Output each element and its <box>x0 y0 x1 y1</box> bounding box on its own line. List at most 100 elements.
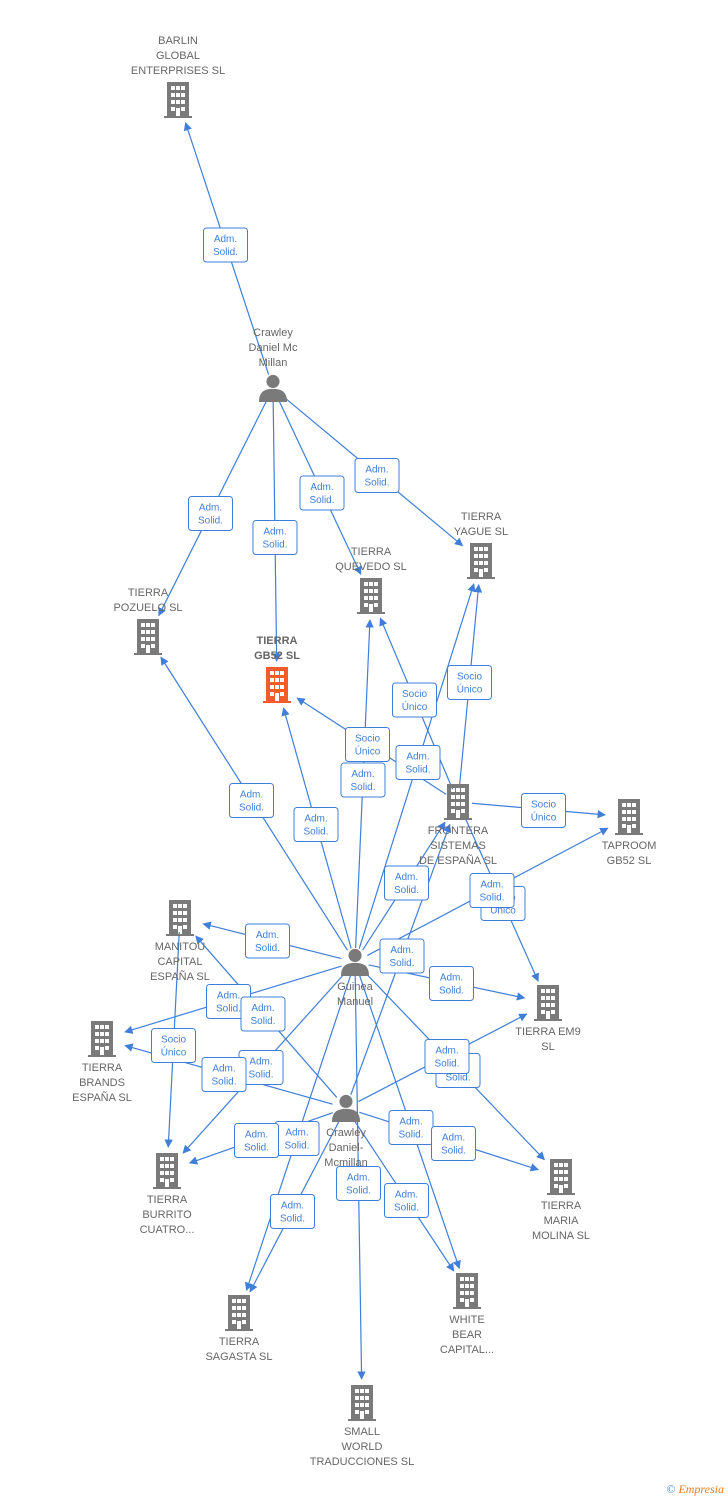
node-label: Millan <box>259 357 288 369</box>
edge-label-crawley_mc-gb52[interactable]: Adm.Solid. <box>252 520 298 555</box>
edge-label-guinea-manitou[interactable]: Adm.Solid. <box>245 923 290 959</box>
node-label: WHITE <box>449 1314 484 1326</box>
edge-label-text: Solid. <box>364 478 389 489</box>
edge-label-guinea-quevedo[interactable]: Adm.Solid. <box>340 762 386 798</box>
edge-label-crawley_dm-burrito[interactable]: Adm.Solid. <box>234 1123 279 1158</box>
copyright-symbol: © <box>666 1482 676 1496</box>
node-label: ESPAÑA SL <box>72 1091 132 1104</box>
edge-label-guinea-frontera[interactable]: Adm.Solid. <box>384 865 429 901</box>
edge-label-text: Adm. <box>351 769 374 780</box>
edge-label-text: Adm. <box>347 1173 370 1184</box>
node-label: Daniel Mc <box>249 342 298 354</box>
edge-label-text: Solid. <box>211 1077 236 1088</box>
edge-label-guinea-em9[interactable]: Adm.Solid. <box>429 966 474 1001</box>
edge-label-guinea-pozuelo[interactable]: Adm. Solid. <box>229 783 274 818</box>
node-burrito[interactable]: TIERRABURRITOCUATRO... <box>140 1153 195 1236</box>
edge-label-text: Adm. <box>240 790 263 801</box>
edge-label-text: Solid. <box>244 1143 269 1154</box>
edge-label-crawley_mc-barlin[interactable]: Adm.Solid. <box>203 227 248 263</box>
node-label: CAPITAL <box>157 956 202 968</box>
edge-label-crawley_dm-frontera[interactable]: Adm.Solid. <box>379 938 425 974</box>
edge-label-crawley_dm-brands[interactable]: Adm. Solid. <box>201 1057 247 1092</box>
node-label: FRONTERA <box>428 825 489 837</box>
node-label: TRADUCCIONES SL <box>310 1456 415 1468</box>
brand-logo[interactable]: Empresia <box>678 1482 724 1496</box>
node-label: GLOBAL <box>156 50 200 62</box>
node-frontera[interactable]: FRONTERA SISTEMAS DE ESPAÑA SL <box>419 784 497 867</box>
edge-label-text: Adm. <box>310 482 333 493</box>
footer: ©Empresia <box>666 1482 724 1497</box>
node-label: WORLD <box>342 1441 383 1453</box>
node-label: Guinea <box>337 981 373 993</box>
node-label: TIERRA <box>257 635 298 647</box>
edge-label-text: Socio <box>402 689 427 700</box>
edge-label-text: Solid. <box>248 1070 273 1081</box>
person-icon <box>341 948 369 976</box>
edge-label-text: Adm. <box>395 1190 418 1201</box>
edge-label-crawley_dm-whitebear[interactable]: Adm.Solid. <box>384 1183 429 1218</box>
building-icon <box>444 784 472 820</box>
edge-label-crawley_dm-em9[interactable]: Adm.Solid. <box>424 1039 470 1074</box>
node-label: GB52 SL <box>607 855 652 867</box>
edge-label-guinea-whitebear[interactable]: Adm.Solid. <box>388 1110 434 1145</box>
edge-label-crawley_dm-sagasta[interactable]: Adm.Solid. <box>270 1194 315 1229</box>
edge-label-text: Solid. <box>394 885 419 896</box>
node-label: QUEVEDO SL <box>335 561 407 573</box>
node-label: Manuel <box>337 996 373 1008</box>
node-label: SMALL <box>344 1426 380 1438</box>
edge-label-text: Solid. <box>239 803 264 814</box>
node-label: CUATRO... <box>140 1224 195 1236</box>
edge-label-guinea-sagasta[interactable]: Adm.Solid. <box>274 1121 320 1156</box>
node-label: SISTEMAS <box>430 840 486 852</box>
node-small[interactable]: SMALL WORLD TRADUCCIONES SL <box>310 1385 415 1468</box>
node-quevedo[interactable]: TIERRA QUEVEDO SL <box>335 546 407 614</box>
edge-label-crawley_mc-quevedo[interactable]: Adm.Solid. <box>299 475 345 511</box>
edge-label-text: Solid. <box>213 247 238 258</box>
edge-label-crawley_mc-pozuelo[interactable]: Adm.Solid. <box>188 496 233 531</box>
node-label: TAPROOM <box>602 840 657 852</box>
node-label: TIERRA <box>541 1200 582 1212</box>
edge-label-text: Adm. <box>249 1057 272 1068</box>
building-icon <box>615 799 643 835</box>
node-label: TIERRA <box>82 1062 123 1074</box>
edge-label-guinea-small[interactable]: Adm.Solid. <box>336 1166 381 1201</box>
edge-label-text: Solid. <box>434 1059 459 1070</box>
edge-label-text: Adm. <box>263 527 286 538</box>
edge-label-text: Adm. <box>304 814 327 825</box>
edge-label-text: Adm. <box>212 1064 235 1075</box>
edge-label-text: Solid. <box>398 1130 423 1141</box>
edge-label-crawley_dm-manitou[interactable]: Adm.Solid. <box>240 996 286 1032</box>
node-label: TIERRA <box>351 546 392 558</box>
edge-label-guinea-taproom[interactable]: Adm.Solid. <box>469 873 515 908</box>
node-whitebear[interactable]: WHITEBEARCAPITAL... <box>440 1273 494 1356</box>
building-icon <box>153 1153 181 1189</box>
edge-label-text: Único <box>531 811 557 824</box>
edge-label-crawley_mc-yague[interactable]: Adm.Solid. <box>354 458 400 493</box>
node-label: MANITOU <box>155 941 206 953</box>
edge-label-crawley_dm-maria[interactable]: Adm.Solid. <box>431 1126 476 1161</box>
node-label: MOLINA SL <box>532 1230 590 1242</box>
edge-label-guinea-burrito[interactable]: Adm. Solid. <box>238 1050 284 1085</box>
edge-label-guinea-yague[interactable]: Adm.Solid. <box>395 745 441 780</box>
node-label: DE ESPAÑA SL <box>419 854 497 867</box>
edge-label-guinea-gb52[interactable]: Adm.Solid. <box>293 807 339 842</box>
node-taproom[interactable]: TAPROOM GB52 SL <box>602 799 657 867</box>
